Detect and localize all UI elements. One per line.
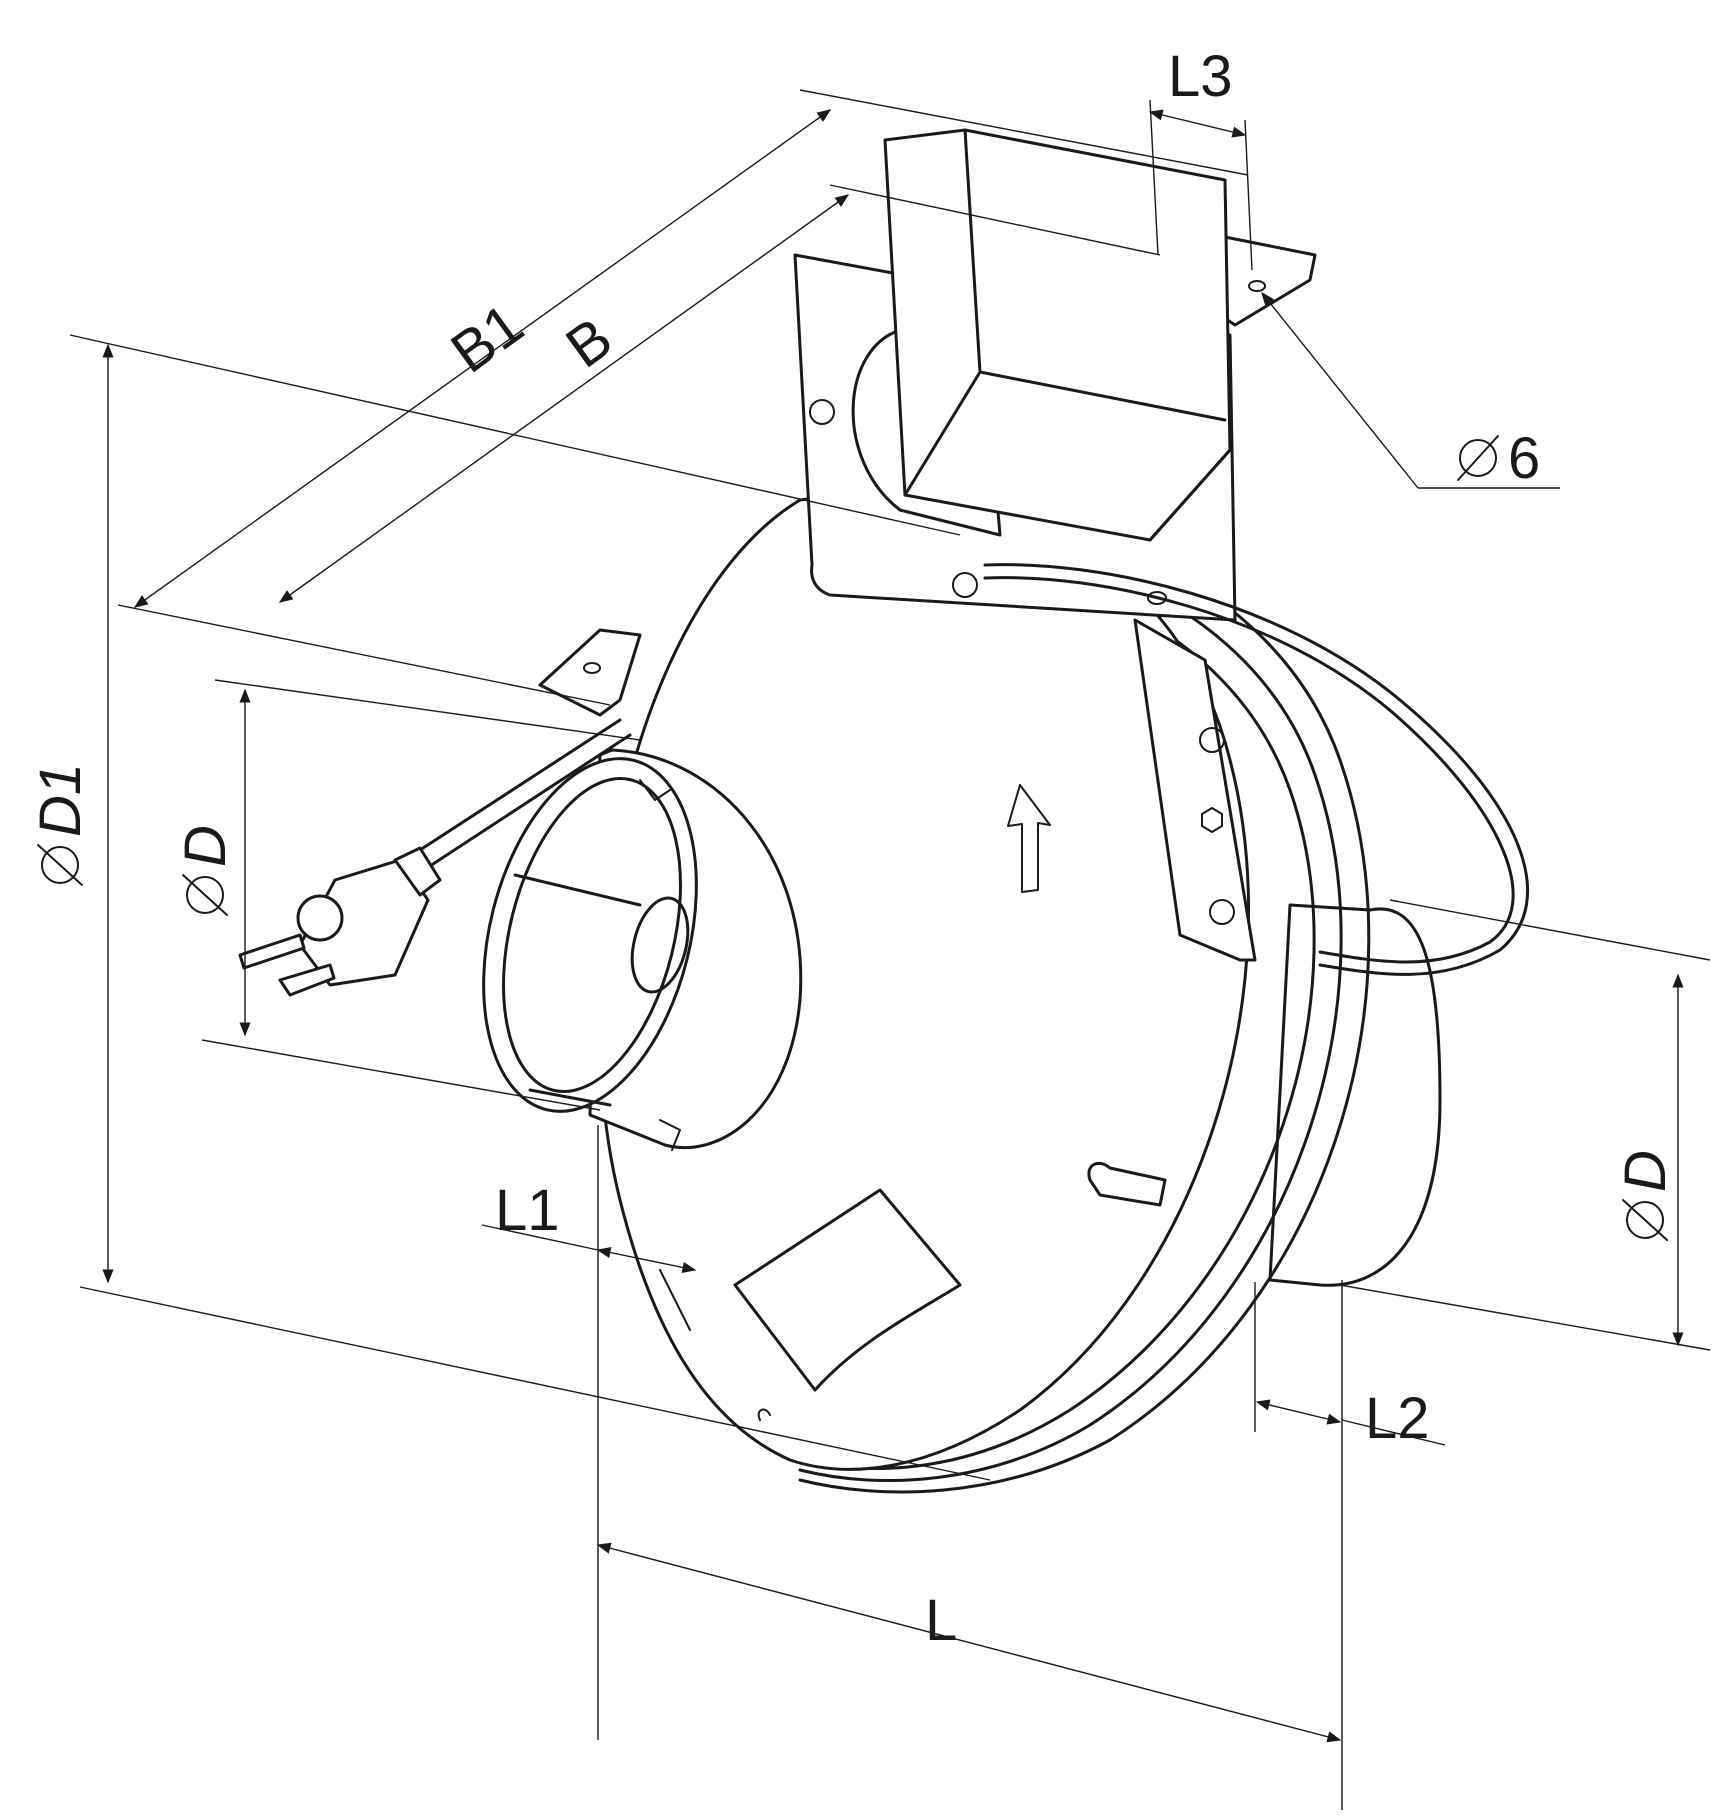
diameter-slash — [37, 844, 83, 886]
power-cable — [418, 563, 1530, 976]
plug-collar — [393, 846, 442, 897]
terminal-box-edge — [903, 128, 1232, 542]
fan-body — [597, 492, 1442, 1494]
power-plug — [238, 846, 442, 997]
outlet-collar — [1268, 903, 1442, 1287]
label-D1: D1 — [28, 763, 93, 837]
dim-hole-arrow — [1261, 291, 1419, 489]
inlet-spoke-1 — [513, 873, 642, 907]
diameter-slash — [1457, 435, 1499, 481]
dim-L — [596, 1542, 1342, 1743]
label-B: B — [554, 305, 624, 380]
diameter-symbol-icon — [41, 846, 79, 884]
label-hole-diameter: 6 — [1457, 426, 1540, 491]
inlet-collar — [482, 748, 803, 1151]
diameter-symbol-icon — [1626, 1201, 1664, 1239]
terminal-box-front — [883, 128, 1232, 542]
bracket-strap — [1133, 618, 1257, 962]
label-D1-group: D1 — [28, 763, 93, 886]
plug-pin-2 — [278, 963, 336, 997]
label-D-inlet: D — [173, 825, 238, 867]
dim-L1-leader — [481, 1224, 599, 1251]
label-D-inlet-group: D — [173, 825, 238, 916]
left-tab-hole — [583, 662, 601, 674]
dim-L3 — [1148, 109, 1247, 138]
cable-top-2 — [983, 576, 1515, 964]
inlet-rim — [482, 757, 698, 1113]
label-plate — [733, 1188, 962, 1392]
diameter-slash — [1622, 1199, 1668, 1241]
label-L3: L3 — [1168, 44, 1233, 109]
label-L: L — [925, 1588, 957, 1653]
cable-top — [983, 563, 1530, 976]
dim-L2 — [1255, 1399, 1342, 1425]
plug-face — [296, 894, 344, 942]
inlet-rim-inner — [502, 776, 682, 1094]
diameter-symbol-icon — [1459, 439, 1497, 477]
plate-screw-bottom — [952, 572, 978, 598]
bracket-right-tab — [1213, 233, 1317, 327]
inlet-spoke-2 — [528, 1088, 612, 1107]
bottom-fixing — [659, 1269, 771, 1421]
side-clip — [1087, 1161, 1167, 1207]
mount-hole — [1248, 280, 1266, 292]
label-L2: L2 — [1365, 1386, 1430, 1451]
diameter-slash — [182, 874, 228, 916]
label-D-outlet-group: D — [1613, 1150, 1678, 1241]
plug-pin-1 — [238, 933, 306, 970]
mounting-bracket — [538, 128, 1317, 962]
dim-L1 — [596, 1247, 697, 1273]
label-D-outlet: D — [1613, 1150, 1678, 1192]
dimension-lines — [69, 89, 1711, 1810]
dim-L2-leader — [1341, 1419, 1446, 1446]
label-L1: L1 — [495, 1178, 560, 1243]
diameter-symbol-icon — [186, 876, 224, 914]
label-6: 6 — [1508, 426, 1540, 491]
impeller-hub — [630, 896, 690, 994]
inlet-clip-bottom — [659, 1119, 681, 1151]
dim-B — [278, 194, 850, 603]
strap-nut — [1201, 807, 1223, 833]
strap-screw-2 — [1209, 899, 1235, 925]
plate-screw-right — [1147, 591, 1167, 605]
strap-screw-1 — [1199, 727, 1225, 753]
cable-to-plug — [418, 718, 632, 868]
airflow-arrow-icon — [1007, 784, 1051, 893]
inlet-clip-top — [639, 779, 671, 801]
label-B1: B1 — [439, 291, 535, 385]
